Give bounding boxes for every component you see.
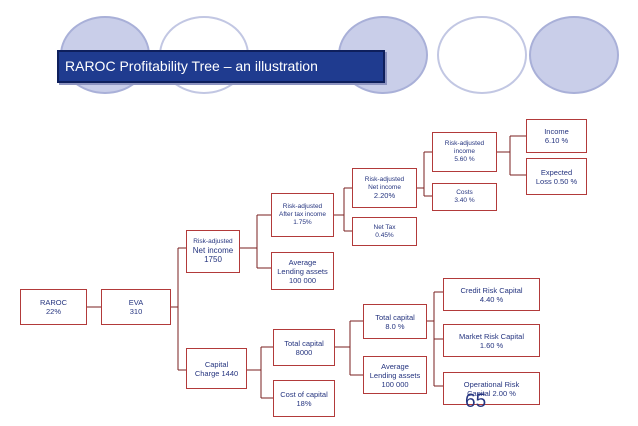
node-expected-loss: Expected Loss 0.50 % <box>526 158 587 195</box>
node-total-capital: Total capital 8000 <box>273 329 335 366</box>
node-line: Risk-adjusted <box>193 238 233 245</box>
node-risk-adjusted-net-income-pct: Risk-adjusted Net income 2.20% <box>352 168 417 208</box>
node-cost-of-capital: Cost of capital 18% <box>273 380 335 417</box>
node-credit-risk-capital: Credit Risk Capital 4.40 % <box>443 278 540 311</box>
node-market-risk-capital: Market Risk Capital 1.60 % <box>443 324 540 357</box>
node-line: Cost of capital <box>280 389 328 399</box>
node-line: Net income <box>192 245 234 255</box>
node-line: 1.75% <box>293 218 312 226</box>
node-line: Average <box>288 257 317 267</box>
node-income: Income 6.10 % <box>526 119 587 153</box>
node-line: 3.40 % <box>454 197 475 204</box>
node-line: Costs <box>456 189 473 197</box>
node-line: 18% <box>296 398 312 408</box>
decorative-circle <box>437 16 527 94</box>
node-line: Charge 1440 <box>194 368 239 378</box>
node-line: 100 000 <box>381 379 409 389</box>
node-line: Operational Risk <box>463 379 520 389</box>
node-line: Lending assets <box>277 266 328 276</box>
node-line: 100 000 <box>288 275 317 285</box>
node-eva-line2: 310 <box>129 307 143 316</box>
page-title: RAROC Profitability Tree – an illustrati… <box>65 58 318 74</box>
node-line: After tax income <box>279 211 326 219</box>
node-risk-adjusted-after-tax-income: Risk-adjusted After tax income 1.75% <box>271 193 334 237</box>
node-line: Capital <box>204 359 229 369</box>
node-line: 4.40 % <box>479 294 504 304</box>
node-line: Net Tax <box>373 223 396 231</box>
node-risk-adjusted-net-income: Risk-adjusted Net income 1750 <box>186 230 240 273</box>
node-line: Income <box>544 127 569 136</box>
node-line: 1.60 % <box>479 340 504 350</box>
node-line: Lending assets <box>369 370 421 380</box>
node-raroc: RAROC 22% <box>20 289 87 325</box>
node-risk-adjusted-income: Risk-adjusted income 5.60 % <box>432 132 497 172</box>
node-line: Total capital <box>375 312 415 322</box>
node-line: Expected <box>540 167 573 177</box>
node-raroc-line2: 22% <box>45 307 61 316</box>
node-average-lending-assets-2: Average Lending assets 100 000 <box>363 356 427 394</box>
node-line: 8.0 % <box>385 321 405 331</box>
node-line: Total capital <box>284 338 324 348</box>
page-number: 65 <box>465 391 487 412</box>
node-line: Capital 2.00 % <box>467 388 516 398</box>
node-line: Risk-adjusted <box>364 175 405 183</box>
node-line: 1750 <box>204 255 222 265</box>
node-line: 8000 <box>295 347 313 357</box>
node-line: Net income <box>368 183 401 191</box>
node-line: income <box>454 148 475 156</box>
node-line: Market Risk Capital <box>458 331 525 341</box>
node-line: 0.45% <box>375 231 394 239</box>
node-eva: EVA 310 <box>101 289 171 325</box>
node-average-lending-assets: Average Lending assets 100 000 <box>271 252 334 290</box>
node-line: 6.10 % <box>544 136 569 145</box>
node-capital-charge: Capital Charge 1440 <box>186 348 247 389</box>
node-line: Loss 0.50 % <box>535 176 578 186</box>
node-operational-risk-capital: Operational Risk Capital 2.00 % <box>443 372 540 405</box>
node-line: 2.20% <box>373 191 396 201</box>
node-line: Risk-adjusted <box>282 203 323 211</box>
node-eva-line1: EVA <box>128 298 144 307</box>
node-raroc-line1: RAROC <box>39 298 68 307</box>
node-line: Credit Risk Capital <box>460 285 523 295</box>
node-total-capital-pct: Total capital 8.0 % <box>363 304 427 339</box>
node-line: Risk-adjusted <box>444 140 485 148</box>
node-line: 5.60 % <box>454 155 475 163</box>
title-banner: RAROC Profitability Tree – an illustrati… <box>57 50 385 83</box>
node-line: Average <box>381 361 409 371</box>
node-costs: Costs 3.40 % <box>432 183 497 211</box>
decorative-circle <box>529 16 619 94</box>
node-net-tax: Net Tax 0.45% <box>352 217 417 246</box>
